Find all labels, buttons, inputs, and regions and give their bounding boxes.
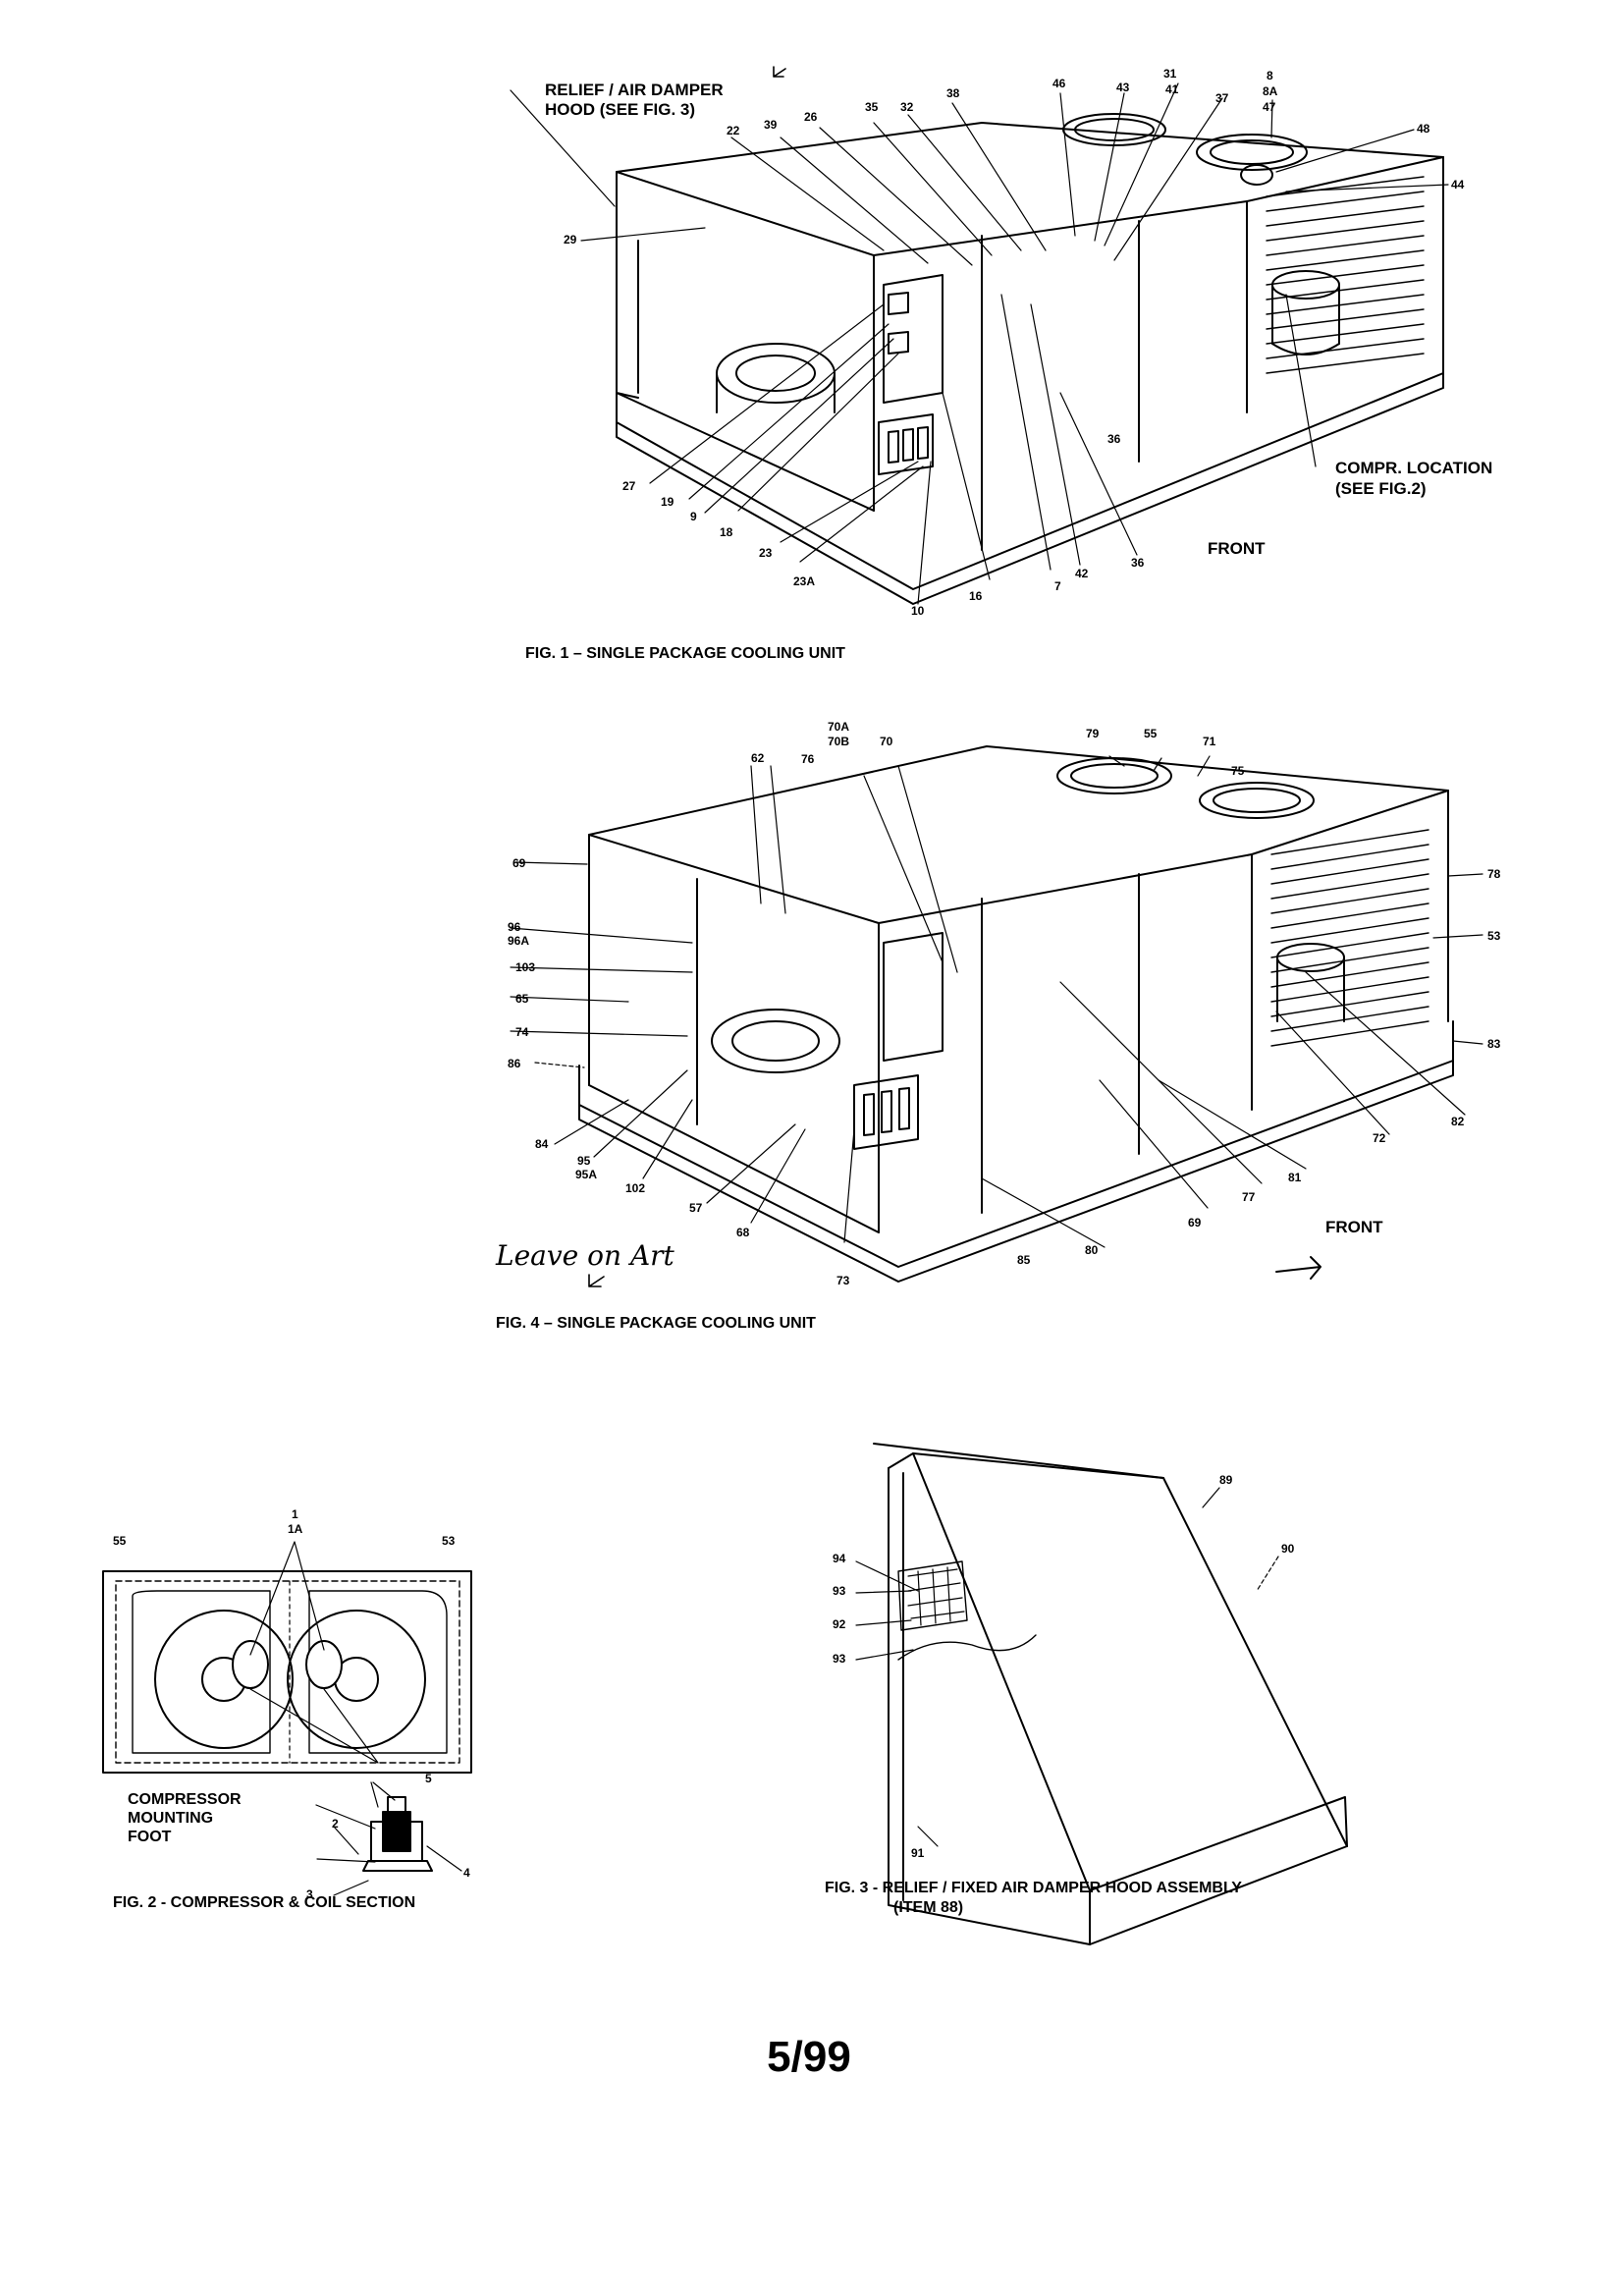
fig4-label: 81	[1288, 1171, 1302, 1184]
fig4-label: 69	[512, 856, 526, 870]
fig4-label: 82	[1451, 1115, 1465, 1128]
fig3-caption-line2: (ITEM 88)	[893, 1899, 964, 1916]
fig3-label: 89	[1219, 1473, 1233, 1487]
fig4-handwritten-note: Leave on Art	[496, 1239, 674, 1272]
fig1-label: 10	[911, 604, 925, 618]
fig2-note-line1: COMPRESSOR	[128, 1791, 242, 1808]
fig3-label: 92	[833, 1617, 846, 1631]
fig2-label: 1	[292, 1507, 298, 1521]
fig1-label: 42	[1075, 567, 1089, 580]
fig2-label: 53	[442, 1534, 456, 1548]
fig4-front-label: FRONT	[1325, 1218, 1383, 1236]
fig4-label: 70	[880, 735, 893, 748]
fig1-label: 35	[865, 100, 879, 114]
fig1-label: 9	[690, 510, 697, 523]
fig3-label: 90	[1281, 1542, 1295, 1556]
fig4-label: 70B	[828, 735, 850, 748]
fig4-label: 57	[689, 1201, 703, 1215]
fig3-label: 93	[833, 1652, 846, 1666]
fig2-note-line2: MOUNTING	[128, 1810, 214, 1827]
fig4-cooling-unit-drawing	[510, 745, 1483, 1283]
fig3-caption-line1: FIG. 3 - RELIEF / FIXED AIR DAMPER HOOD …	[825, 1880, 1242, 1896]
fig1-label: 38	[946, 86, 960, 100]
fig1-label: 36	[1131, 556, 1145, 570]
fig4-label: 83	[1487, 1037, 1501, 1051]
fig1-label: 29	[564, 233, 577, 246]
fig1-compr-note-line1: COMPR. LOCATION	[1335, 459, 1493, 477]
fig1-label: 47	[1263, 100, 1276, 114]
fig2-label: 5	[425, 1772, 432, 1785]
fig2-caption: FIG. 2 - COMPRESSOR & COIL SECTION	[113, 1894, 416, 1911]
fig4-label: 55	[1144, 727, 1158, 740]
fig1-label: 27	[622, 479, 636, 493]
fig4-label: 85	[1017, 1253, 1031, 1267]
fig4-label: 73	[836, 1274, 850, 1287]
fig4-label: 71	[1203, 735, 1216, 748]
fig1-label: 39	[764, 118, 778, 132]
fig1-label: 32	[900, 100, 914, 114]
fig4-label: 102	[625, 1181, 646, 1195]
fig1-relief-note-line1: RELIEF / AIR DAMPER	[545, 81, 724, 99]
fig4-label: 96	[508, 920, 521, 934]
fig1-label: 18	[720, 525, 733, 539]
fig1-label: 8	[1267, 69, 1273, 82]
fig1-label: 36	[1107, 432, 1121, 446]
fig3-label: 91	[911, 1846, 925, 1860]
fig1-label: 41	[1165, 82, 1179, 96]
fig4-label: 103	[515, 960, 536, 974]
fig2-compressor-drawing	[102, 1541, 472, 1896]
fig4-label: 78	[1487, 867, 1501, 881]
fig2-label: 1A	[288, 1522, 303, 1536]
fig2-label: 55	[113, 1534, 127, 1548]
fig4-label: 72	[1373, 1131, 1386, 1145]
fig3-label: 93	[833, 1584, 846, 1598]
fig4-label: 95	[577, 1154, 591, 1168]
fig1-label: 44	[1451, 178, 1465, 191]
fig4-label: 86	[508, 1057, 521, 1070]
fig1-label: 22	[727, 124, 740, 137]
fig4-label: 77	[1242, 1190, 1256, 1204]
fig4-label: 96A	[508, 934, 530, 948]
fig4-label: 70A	[828, 720, 850, 734]
fig4-label: 68	[736, 1226, 750, 1239]
fig2-note-line3: FOOT	[128, 1829, 172, 1845]
fig1-label: 8A	[1263, 84, 1278, 98]
fig4-caption: FIG. 4 – SINGLE PACKAGE COOLING UNIT	[496, 1315, 816, 1332]
fig4-label: 80	[1085, 1243, 1099, 1257]
fig1-label: 16	[969, 589, 983, 603]
fig4-label: 74	[515, 1025, 529, 1039]
fig4-label: 75	[1231, 764, 1245, 778]
fig1-label: 37	[1215, 91, 1229, 105]
fig4-label: 84	[535, 1137, 549, 1151]
fig3-label: 94	[833, 1552, 846, 1565]
fig1-label: 48	[1417, 122, 1430, 136]
fig1-caption: FIG. 1 – SINGLE PACKAGE COOLING UNIT	[525, 645, 845, 662]
fig2-label: 4	[463, 1866, 470, 1880]
fig4-label: 62	[751, 751, 765, 765]
fig1-label: 31	[1163, 67, 1177, 81]
fig1-relief-note-line2: HOOD (SEE FIG. 3)	[545, 100, 696, 119]
fig1-front-label: FRONT	[1208, 539, 1266, 558]
fig2-label: 3	[306, 1887, 313, 1901]
fig1-label: 46	[1052, 77, 1066, 90]
fig1-label: 23	[759, 546, 773, 560]
page-number: 5/99	[767, 2033, 851, 2081]
fig4-label: 65	[515, 992, 529, 1006]
fig1-label: 19	[661, 495, 674, 509]
fig1-label: 23A	[793, 574, 816, 588]
fig4-label: 53	[1487, 929, 1501, 943]
fig1-label: 43	[1116, 81, 1130, 94]
fig1-label: 26	[804, 110, 818, 124]
fig4-label: 69	[1188, 1216, 1202, 1230]
fig1-cooling-unit-drawing	[510, 82, 1449, 605]
fig1-compr-note-line2: (SEE FIG.2)	[1335, 479, 1427, 498]
fig2-label: 2	[332, 1817, 339, 1831]
fig4-label: 76	[801, 752, 815, 766]
fig3-damper-hood-drawing	[855, 1443, 1348, 1945]
fig4-label: 79	[1086, 727, 1100, 740]
fig4-label: 95A	[575, 1168, 598, 1181]
fig1-label: 7	[1054, 579, 1061, 593]
